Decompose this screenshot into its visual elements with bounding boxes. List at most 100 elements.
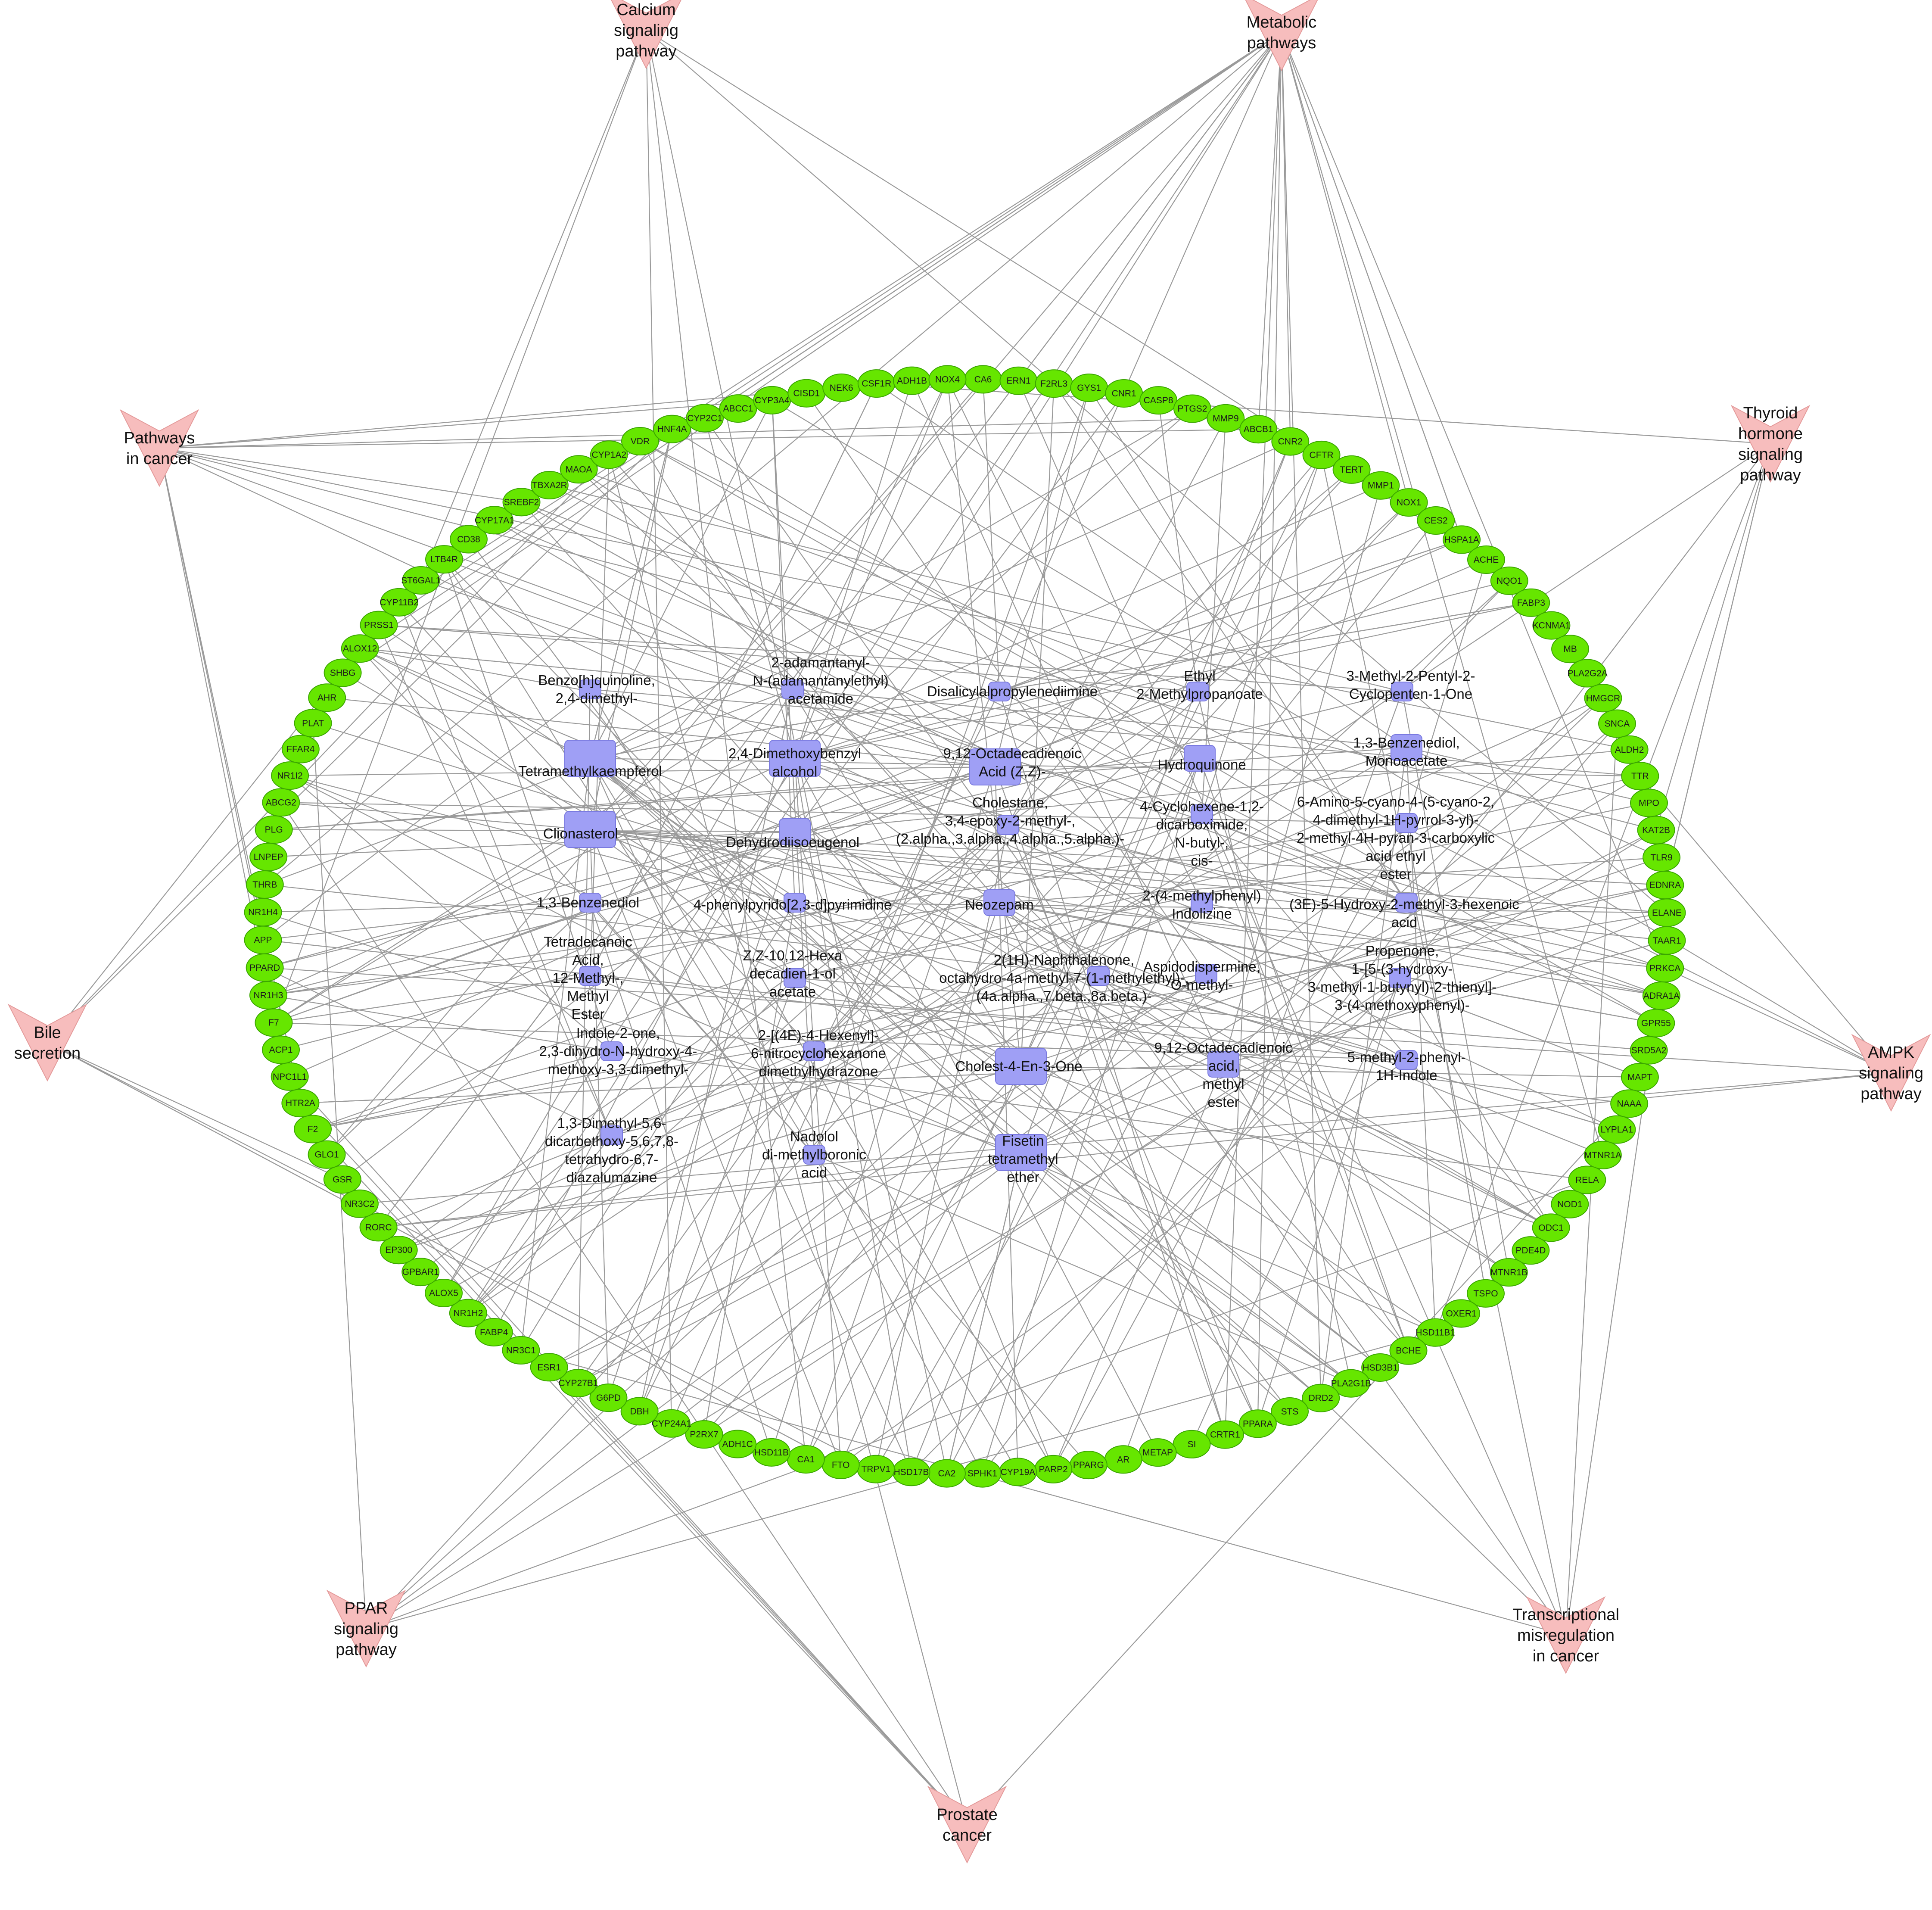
target-node-bche[interactable]: BCHE bbox=[1389, 1336, 1428, 1365]
target-node-ffar4[interactable]: FFAR4 bbox=[281, 735, 320, 763]
target-node-sts[interactable]: STS bbox=[1271, 1397, 1309, 1426]
target-node-si[interactable]: SI bbox=[1173, 1430, 1211, 1458]
target-node-sphk1[interactable]: SPHK1 bbox=[963, 1459, 1002, 1488]
target-node-cnr2[interactable]: CNR2 bbox=[1271, 427, 1310, 456]
target-node-mmp9[interactable]: MMP9 bbox=[1207, 404, 1245, 433]
compound-node-c10[interactable]: 1,3-Benzenediol,Monoacetate bbox=[1353, 734, 1460, 769]
compound-node-c26[interactable]: Indole-2-one,2,3-dihydro-N-hydroxy-4-met… bbox=[539, 1025, 697, 1077]
compound-node-c17[interactable]: 4-phenylpyrido[2,3-d]pyrimidine bbox=[694, 893, 892, 913]
target-node-plg[interactable]: PLG bbox=[255, 815, 293, 844]
target-node-naaa[interactable]: NAAA bbox=[1610, 1089, 1649, 1118]
target-node-rorc[interactable]: RORC bbox=[359, 1213, 398, 1242]
target-node-ern1[interactable]: ERN1 bbox=[999, 366, 1038, 395]
target-node-nr1i2[interactable]: NR1I2 bbox=[271, 761, 309, 790]
target-node-ep300[interactable]: EP300 bbox=[380, 1236, 418, 1265]
target-node-crtr1[interactable]: CRTR1 bbox=[1206, 1420, 1244, 1449]
target-node-gsr[interactable]: GSR bbox=[323, 1165, 361, 1194]
target-node-cyp19a[interactable]: CYP19A bbox=[999, 1458, 1037, 1486]
target-node-dbh[interactable]: DBH bbox=[620, 1397, 659, 1426]
target-node-prkca[interactable]: PRKCA bbox=[1646, 954, 1684, 983]
target-node-trpv1[interactable]: TRPV1 bbox=[857, 1455, 895, 1483]
target-node-cyp24a1[interactable]: CYP24A1 bbox=[652, 1409, 691, 1438]
target-node-nr3c1[interactable]: NR3C1 bbox=[502, 1336, 540, 1365]
target-node-gys1[interactable]: GYS1 bbox=[1070, 374, 1108, 402]
target-node-tlr9[interactable]: TLR9 bbox=[1643, 843, 1681, 872]
target-node-g6pd[interactable]: G6PD bbox=[589, 1383, 628, 1412]
target-node-pla2g1b[interactable]: PLA2G1B bbox=[1331, 1369, 1371, 1398]
target-node-lnpep[interactable]: LNPEP bbox=[249, 842, 288, 871]
target-node-cd38[interactable]: CD38 bbox=[449, 525, 488, 554]
compound-node-c18[interactable]: Neozepam bbox=[965, 889, 1034, 916]
target-node-mb[interactable]: MB bbox=[1551, 635, 1590, 664]
target-node-cyp1a2[interactable]: CYP1A2 bbox=[590, 440, 628, 469]
target-node-cyp11b2[interactable]: CYP11B2 bbox=[380, 588, 419, 617]
target-node-tbxa2r[interactable]: TBXA2R bbox=[530, 470, 569, 499]
target-node-nox4[interactable]: NOX4 bbox=[928, 365, 967, 394]
target-node-cyp2c1[interactable]: CYP2C1 bbox=[686, 404, 724, 433]
target-node-abcc1[interactable]: ABCC1 bbox=[719, 394, 757, 423]
target-node-ces2[interactable]: CES2 bbox=[1417, 506, 1455, 535]
target-node-oxer1[interactable]: OXER1 bbox=[1442, 1299, 1481, 1328]
target-node-ar[interactable]: AR bbox=[1104, 1445, 1142, 1474]
target-node-cisd1[interactable]: CISD1 bbox=[787, 379, 826, 408]
target-node-aldh2[interactable]: ALDH2 bbox=[1610, 735, 1649, 764]
target-node-hsd3b1[interactable]: HSD3B1 bbox=[1361, 1353, 1400, 1382]
target-node-nr1h2[interactable]: NR1H2 bbox=[449, 1299, 487, 1327]
target-node-pde4d[interactable]: PDE4D bbox=[1512, 1236, 1550, 1265]
target-node-ca2[interactable]: CA2 bbox=[927, 1459, 966, 1488]
target-node-hsd17b[interactable]: HSD17B bbox=[892, 1458, 930, 1486]
target-node-p2rx7[interactable]: P2RX7 bbox=[685, 1420, 723, 1449]
compound-node-c28[interactable]: Cholest-4-En-3-One bbox=[955, 1048, 1083, 1085]
target-node-srebf2[interactable]: SREBF2 bbox=[502, 488, 541, 517]
compound-node-c30[interactable]: 5-methyl-2-phenyl-1H-Indole bbox=[1347, 1049, 1465, 1083]
target-node-kcnma1[interactable]: KCNMA1 bbox=[1532, 611, 1571, 640]
target-node-htr2a[interactable]: HTR2A bbox=[281, 1089, 320, 1118]
target-node-pla2g2a[interactable]: PLA2G2A bbox=[1567, 659, 1608, 688]
target-node-ca6[interactable]: CA6 bbox=[964, 365, 1002, 394]
compound-node-c13[interactable]: Cholestane,3,4-epoxy-2-methyl-,(2.alpha.… bbox=[896, 795, 1124, 847]
target-node-hmgcr[interactable]: HMGCR bbox=[1584, 684, 1622, 713]
target-node-ttr[interactable]: TTR bbox=[1621, 762, 1659, 791]
target-node-ppard[interactable]: PPARD bbox=[246, 953, 284, 982]
target-node-parp2[interactable]: PARP2 bbox=[1034, 1455, 1073, 1483]
target-node-nr1h3[interactable]: NR1H3 bbox=[249, 981, 287, 1010]
target-node-ca1[interactable]: CA1 bbox=[787, 1445, 825, 1474]
target-node-csf1r[interactable]: CSF1R bbox=[857, 369, 896, 398]
compound-node-c19[interactable]: 2-(4-methylphenyl)Indolizine bbox=[1142, 888, 1261, 922]
target-node-nr1h4[interactable]: NR1H4 bbox=[244, 898, 282, 927]
compound-node-c16[interactable]: 1,3-Benzenediol bbox=[537, 893, 640, 913]
target-node-taar1[interactable]: TAAR1 bbox=[1648, 926, 1686, 955]
target-node-nr3c2[interactable]: NR3C2 bbox=[340, 1189, 379, 1218]
target-node-nqo1[interactable]: NQO1 bbox=[1490, 566, 1528, 595]
target-node-f2[interactable]: F2 bbox=[294, 1115, 332, 1144]
target-node-pparg[interactable]: PPARG bbox=[1069, 1451, 1108, 1480]
target-node-hnf4a[interactable]: HNF4A bbox=[653, 414, 691, 443]
compound-node-c25[interactable]: Propenone,1-[5-(3-hydroxy-3-methyl-1-but… bbox=[1308, 943, 1496, 1013]
target-node-cyp27b1[interactable]: CYP27B1 bbox=[558, 1369, 598, 1398]
target-node-glo1[interactable]: GLO1 bbox=[308, 1140, 346, 1169]
target-node-maoa[interactable]: MAOA bbox=[560, 455, 598, 484]
target-node-mtnr1a[interactable]: MTNR1A bbox=[1584, 1140, 1622, 1169]
target-node-st6gal1[interactable]: ST6GAL1 bbox=[401, 566, 441, 595]
target-node-fabp4[interactable]: FABP4 bbox=[475, 1318, 513, 1346]
target-node-hsd11b[interactable]: HSD11B bbox=[752, 1438, 790, 1467]
target-node-shbg[interactable]: SHBG bbox=[324, 658, 362, 687]
target-node-elane[interactable]: ELANE bbox=[1648, 898, 1686, 927]
target-node-mtnr1b[interactable]: MTNR1B bbox=[1490, 1258, 1528, 1287]
compound-node-c11[interactable]: Clionasterol bbox=[543, 811, 618, 848]
target-node-abcb1[interactable]: ABCB1 bbox=[1239, 415, 1278, 444]
target-node-rela[interactable]: RELA bbox=[1568, 1165, 1606, 1194]
target-node-thrb[interactable]: THRB bbox=[246, 870, 284, 899]
target-node-cyp17a1[interactable]: CYP17A1 bbox=[475, 506, 514, 535]
